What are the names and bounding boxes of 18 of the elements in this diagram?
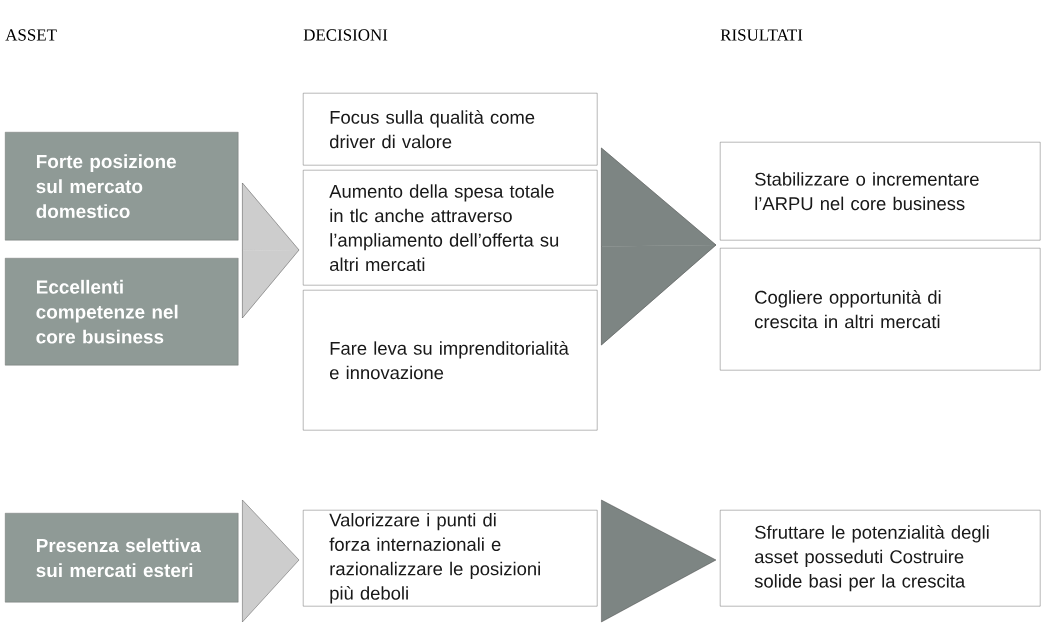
- asset-box: Forte posizione sul mercato domestico: [5, 132, 239, 241]
- chevron-arrow: [242, 249, 300, 319]
- chevron-arrow: [601, 244, 717, 346]
- asset-box: Eccellenti competenze nel core business: [5, 258, 239, 366]
- result-box: Sfruttare le potenzialità degli asset posseduti Costruire solide basi per la crescita: [720, 510, 1041, 607]
- result-box: Cogliere opportunità di crescita in altri mercati: [720, 248, 1041, 371]
- asset-box: Presenza selettiva sui mercati esteri: [5, 513, 239, 603]
- chevron-arrow: [242, 182, 300, 251]
- chevron-arrow: [601, 499, 717, 623]
- column-heading: RISULTATI: [720, 29, 803, 41]
- column-heading: ASSET: [5, 29, 57, 41]
- decision-box: Valorizzare i punti di forza internazionali e razionalizzare le posizioni più deboli: [303, 510, 598, 607]
- decision-box: Aumento della spesa totale in tlc anche attraverso l’ampliamento dell’offerta su altri mercati: [303, 170, 598, 286]
- decision-box: Fare leva su imprenditorialità e innovazione: [303, 290, 598, 431]
- column-heading: DECISIONI: [303, 29, 388, 41]
- decision-box: Focus sulla qualità come driver di valore: [303, 93, 598, 166]
- result-box: Stabilizzare o incrementare l’ARPU nel core business: [720, 142, 1041, 241]
- chevron-arrow: [242, 499, 300, 623]
